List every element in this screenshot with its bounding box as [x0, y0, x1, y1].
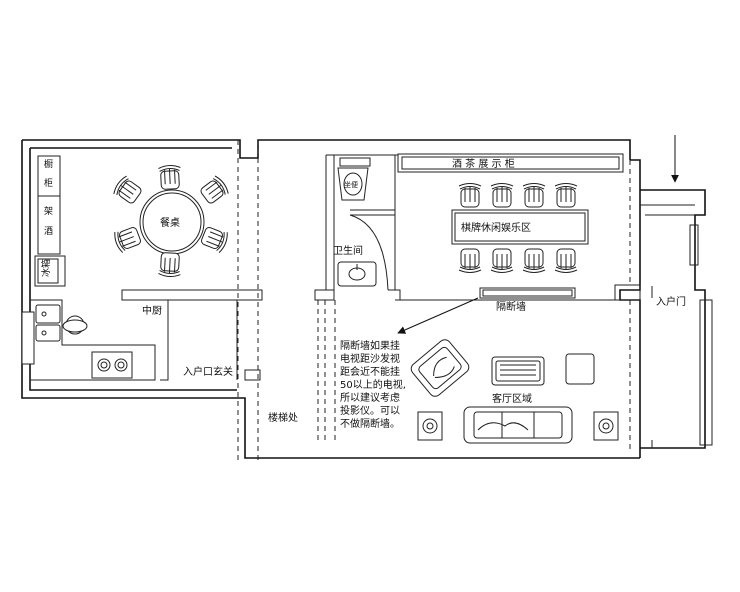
note-line: 距会近不能挂	[340, 365, 400, 378]
foyer-label: 入户口玄关	[183, 365, 233, 378]
dining-chair-icon	[522, 248, 546, 273]
note-line: 隔断墙如果挂	[340, 339, 400, 352]
shelf-label-1: 架	[44, 206, 53, 217]
living-area-label: 客厅区域	[492, 392, 532, 405]
entrance-door-label: 入户门	[656, 295, 686, 308]
bathroom-door-arc	[349, 214, 389, 291]
ottoman	[565, 353, 595, 385]
dining-chair-icon	[158, 252, 181, 277]
dining-label: 餐桌	[160, 216, 180, 229]
side-table-icon	[417, 411, 619, 441]
middle-kitchen-label: 中厨	[142, 304, 162, 317]
sink-icon	[35, 304, 88, 342]
toilet-tag: 坐便	[344, 180, 358, 189]
note-line: 投影仪。可以	[340, 404, 400, 417]
display-cabinet-label: 酒 茶 展 示 柜	[452, 157, 515, 170]
dashed-lines	[237, 140, 631, 460]
toilet-icon	[337, 157, 371, 201]
tv-console	[491, 356, 545, 386]
interior-walls	[121, 154, 641, 381]
chess-table	[451, 209, 589, 245]
dining-chair-icon	[113, 175, 142, 204]
dining-chairs	[113, 165, 229, 277]
sofa-icon	[463, 406, 573, 444]
note-line: 所以建议考虑	[340, 391, 400, 404]
cabinet-label-1: 橱	[44, 158, 53, 170]
stairs-label: 楼梯处	[268, 411, 298, 424]
partition-wall-label: 隔断墙	[496, 300, 526, 313]
display-cabinet	[397, 153, 624, 173]
dining-chair-icon	[458, 183, 482, 208]
annotation-arrow-icon	[397, 297, 479, 334]
dining-chair-icon	[554, 248, 578, 273]
dining-chair-icon	[200, 175, 229, 204]
dining-chair-icon	[490, 183, 514, 208]
bathroom-label: 卫生间	[333, 244, 363, 257]
note-line: 50以上的电视,	[340, 378, 406, 391]
stove-icon	[91, 351, 133, 379]
cabinet-label-2: 柜	[44, 177, 53, 189]
partition-wall	[479, 287, 576, 299]
note-line: 不做隔断墙。	[340, 417, 400, 430]
dining-chair-icon	[490, 248, 514, 273]
note-block: 隔断墙如果挂电视距沙发视距会近不能挂50以上的电视,所以建议考虑投影仪。可以不做…	[340, 339, 406, 430]
note-line: 电视距沙发视	[340, 352, 400, 365]
dining-chair-icon	[158, 165, 181, 190]
chess-chairs	[458, 183, 578, 273]
shelf-label-2: 酒	[44, 226, 53, 237]
dining-chair-icon	[201, 227, 228, 254]
dining-chair-icon	[458, 248, 482, 273]
dining-chair-icon	[114, 227, 141, 253]
armchair-icon	[410, 339, 470, 397]
chess-area-label: 棋牌休闲娱乐区	[461, 221, 531, 234]
washbasin-icon	[337, 261, 377, 287]
kitchen-cabinet-column	[34, 155, 66, 287]
dining-chair-icon	[554, 183, 578, 208]
dining-chair-icon	[522, 183, 546, 208]
sink-counter	[21, 299, 156, 381]
fridge-label: 冰箱	[40, 259, 52, 277]
